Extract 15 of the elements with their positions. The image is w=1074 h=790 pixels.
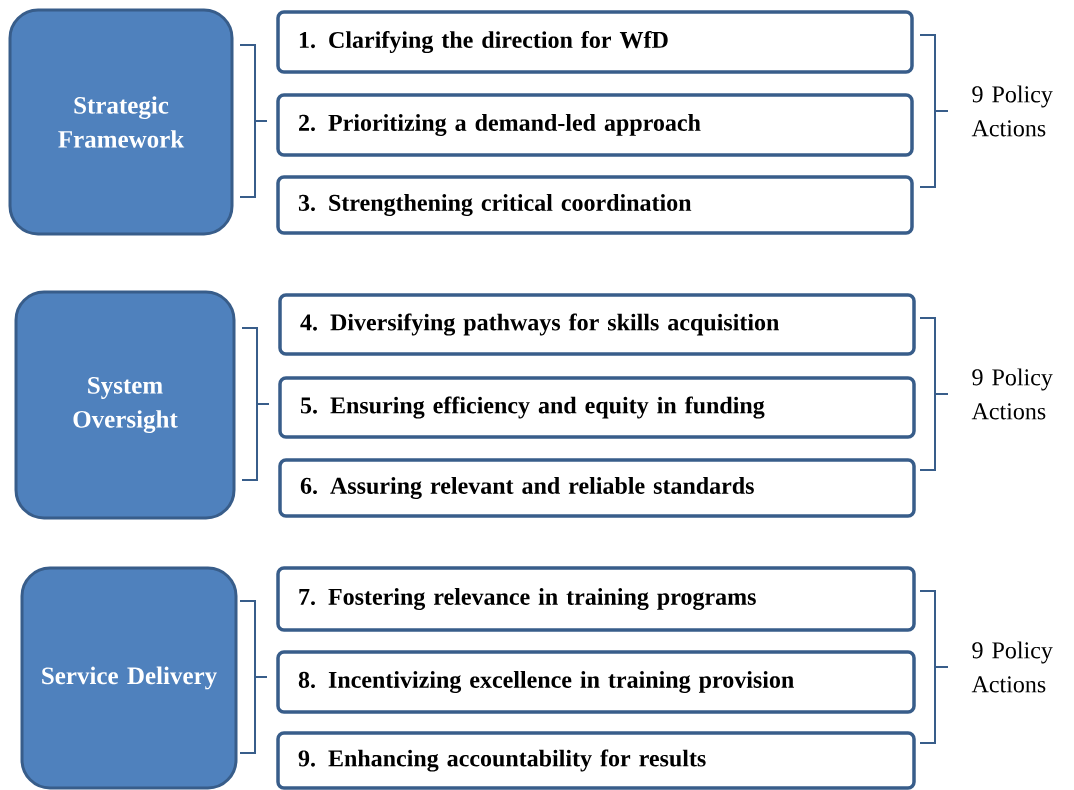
action-box: 6. Assuring relevant and reliable standards	[278, 458, 916, 518]
action-box: 1. Clarifying the direction for WfD	[276, 10, 914, 74]
action-box: 8. Incentivizing excellence in training provision	[276, 650, 916, 714]
action-box: 3. Strengthening critical coordination	[276, 175, 914, 235]
side-label: 9 Policy Actions	[971, 368, 1053, 420]
side-label: 9 Policy Actions	[971, 641, 1053, 693]
category-box: System Oversight	[14, 290, 236, 520]
action-box: 9. Enhancing accountability for results	[276, 731, 916, 790]
category-box: Service Delivery	[20, 566, 238, 790]
category-box: Strategic Framework	[8, 8, 234, 236]
side-label: 9 Policy Actions	[971, 85, 1053, 137]
action-box: 5. Ensuring efficiency and equity in funding	[278, 376, 916, 439]
action-box: 2. Prioritizing a demand-led approach	[276, 93, 914, 157]
action-box: 4. Diversifying pathways for skills acquisition	[278, 293, 916, 356]
action-box: 7. Fostering relevance in training programs	[276, 566, 916, 632]
